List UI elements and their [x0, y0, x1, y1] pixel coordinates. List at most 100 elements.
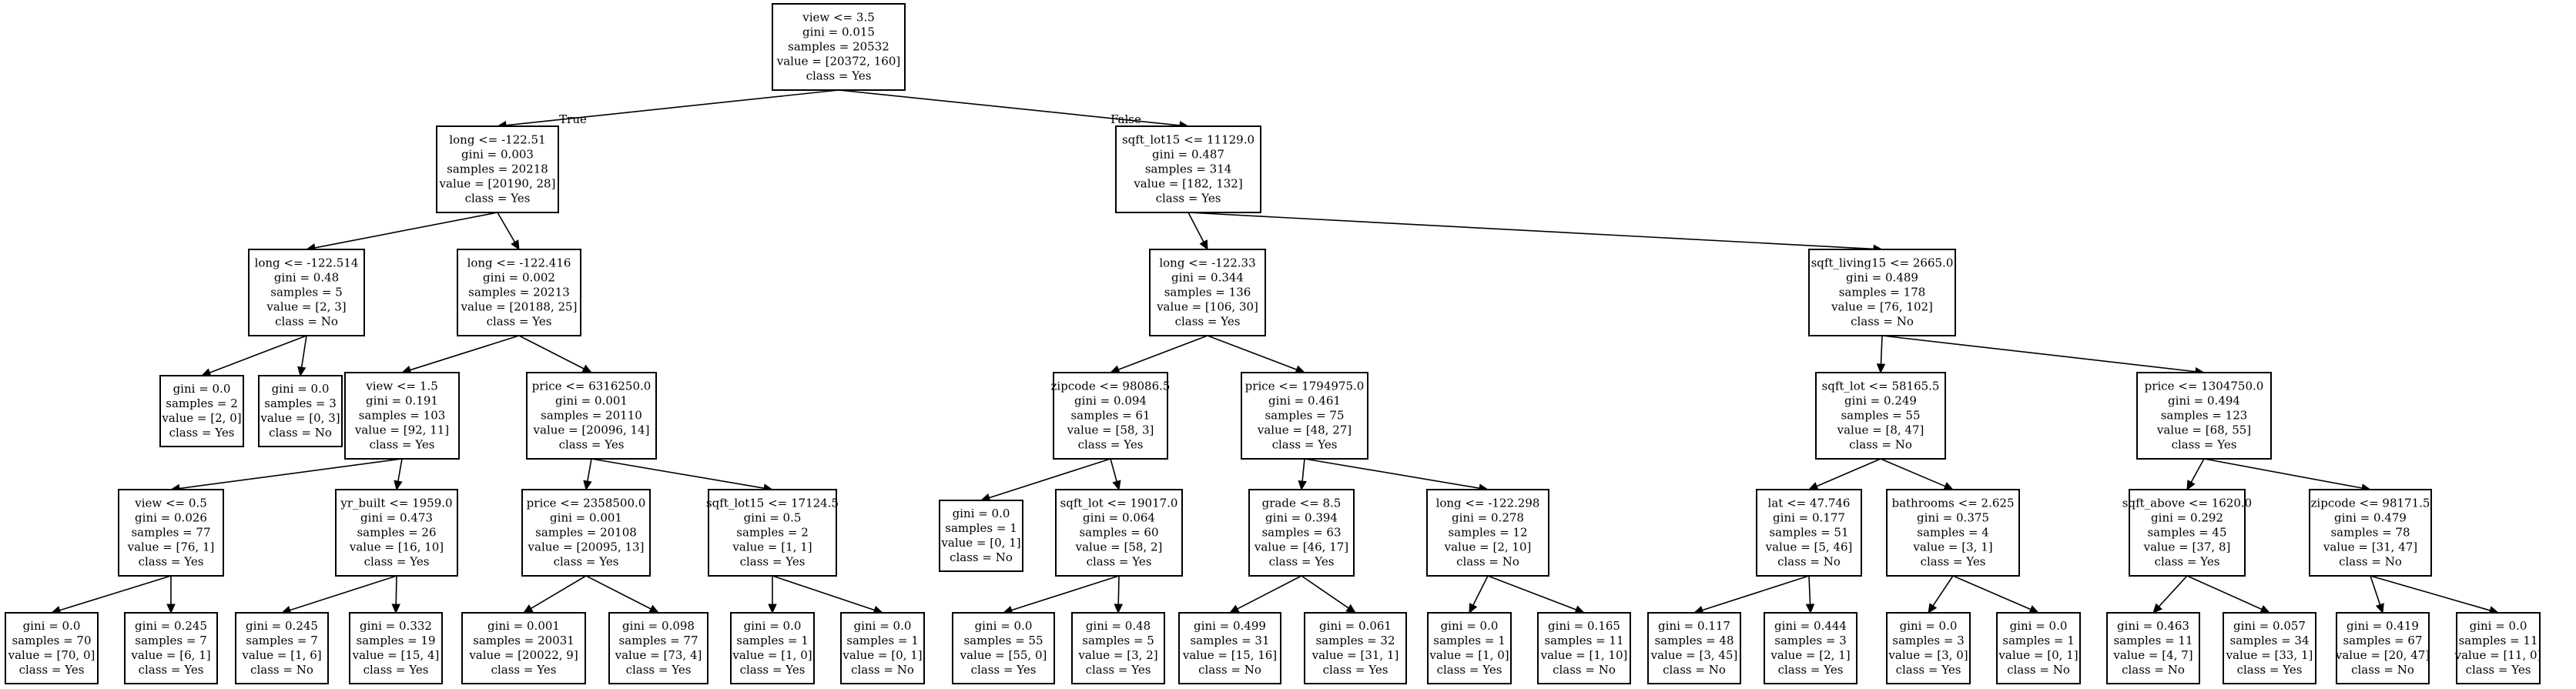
tree-edge [1207, 335, 1306, 374]
node-text-line: gini = 0.0 [975, 619, 1033, 633]
tree-edge [280, 575, 397, 614]
node-text-line: value = [2, 0] [161, 411, 241, 425]
node-text-line: bathrooms <= 2.625 [1891, 497, 2014, 510]
node-text-line: sqft_lot <= 19017.0 [1060, 497, 1178, 510]
node-text-line: samples = 3 [1892, 634, 1965, 647]
node-text-line: class = No [2007, 663, 2070, 677]
edge-line [505, 89, 839, 126]
edge-line [2203, 458, 2363, 489]
node-text-line: gini = 0.479 [2334, 511, 2407, 525]
node-text-line: value = [5, 46] [1765, 540, 1853, 554]
node-box [1647, 612, 1741, 684]
node-text-line: class = Yes [2466, 663, 2531, 677]
edge-line [772, 575, 875, 611]
node-text-line: samples = 178 [1839, 286, 1926, 299]
node-box [1115, 125, 1261, 213]
node-text-line: samples = 2 [166, 396, 238, 410]
tree-edge [768, 576, 777, 614]
node-text-line: sqft_lot15 <= 17124.5 [706, 497, 839, 510]
node-text-line: class = No [1553, 663, 1616, 677]
tree-edge [1002, 575, 1120, 614]
node-text-line: view <= 0.5 [134, 497, 207, 510]
node-box [1537, 612, 1631, 684]
edge-line [1880, 335, 1883, 365]
node-text-line: lat <= 47.746 [1768, 497, 1851, 510]
edge-line [1301, 575, 1349, 609]
edge-line [1487, 575, 1577, 610]
node-text-line: gini = 0.0 [173, 382, 231, 396]
node-box [1427, 612, 1512, 684]
tree-edge [1693, 575, 1810, 614]
node-text-line: class = No [275, 315, 338, 329]
arrowhead-icon [1114, 604, 1124, 614]
node-text-line: value = [15, 16] [1182, 648, 1277, 662]
node-text-line: samples = 31 [1190, 634, 1269, 647]
arrowhead-icon [2186, 480, 2196, 491]
node-text-line: gini = 0.48 [1086, 619, 1151, 633]
node-text-line: value = [1, 6] [241, 648, 321, 662]
node-box [1808, 249, 1956, 336]
arrowhead-icon [1469, 603, 1478, 614]
node-text-line: samples = 3 [264, 396, 337, 410]
node-text-line: gini = 0.245 [135, 619, 207, 633]
node-text-line: samples = 4 [1917, 526, 1989, 540]
node-text-line: sqft_above <= 1620.0 [2122, 497, 2252, 510]
node-box [2456, 612, 2541, 684]
node-text-line: class = Yes [554, 555, 619, 569]
node-text-line: class = Yes [139, 663, 204, 677]
arrowhead-icon [394, 480, 403, 491]
edge-line [1881, 335, 2196, 373]
node-text-line: gini = 0.487 [1152, 148, 1224, 162]
edge-line [314, 212, 498, 249]
node-text-line: class = No [1456, 555, 1519, 569]
node-text-line: samples = 20031 [473, 634, 574, 647]
edge-line [989, 458, 1111, 499]
node-box [1426, 489, 1549, 577]
edge-line [1932, 575, 1954, 607]
node-text-line: value = [106, 30] [1156, 300, 1258, 314]
node-text-line: value = [58, 2] [1075, 540, 1163, 554]
arrowhead-icon [1943, 482, 1955, 490]
edge-line [2186, 575, 2263, 610]
node-text-line: gini = 0.5 [744, 511, 802, 525]
node-text-line: class = Yes [465, 192, 531, 206]
node-text-line: gini = 0.494 [2168, 394, 2240, 408]
node-text-line: class = Yes [1921, 555, 1986, 569]
node-text-line: samples = 2 [736, 526, 809, 540]
node-text-line: gini = 0.463 [2117, 619, 2189, 633]
node-text-line: samples = 1 [2002, 634, 2075, 647]
node-text-line: long <= -122.416 [467, 256, 571, 270]
edge-line [1952, 575, 2032, 610]
node-box [436, 125, 559, 213]
tree-edge [169, 458, 403, 493]
node-box [730, 612, 815, 684]
node-box [335, 489, 458, 577]
node-box [1304, 612, 1407, 684]
tree-edge [2370, 575, 2384, 614]
node-text-line: gini = 0.0 [1900, 619, 1958, 633]
node-text-line: value = [11, 0] [2454, 648, 2542, 662]
node-text-line: class = No [1851, 315, 1914, 329]
node-text-line: value = [1, 10] [1540, 648, 1628, 662]
edge-line [179, 458, 403, 490]
node-box [1886, 612, 1971, 684]
node-text-line: class = Yes [806, 69, 872, 83]
node-text-line: gini = 0.098 [622, 619, 695, 633]
tree-edge [496, 89, 839, 130]
node-box [1071, 612, 1165, 684]
node-box [1248, 489, 1355, 577]
node-text-line: samples = 45 [2147, 526, 2226, 540]
